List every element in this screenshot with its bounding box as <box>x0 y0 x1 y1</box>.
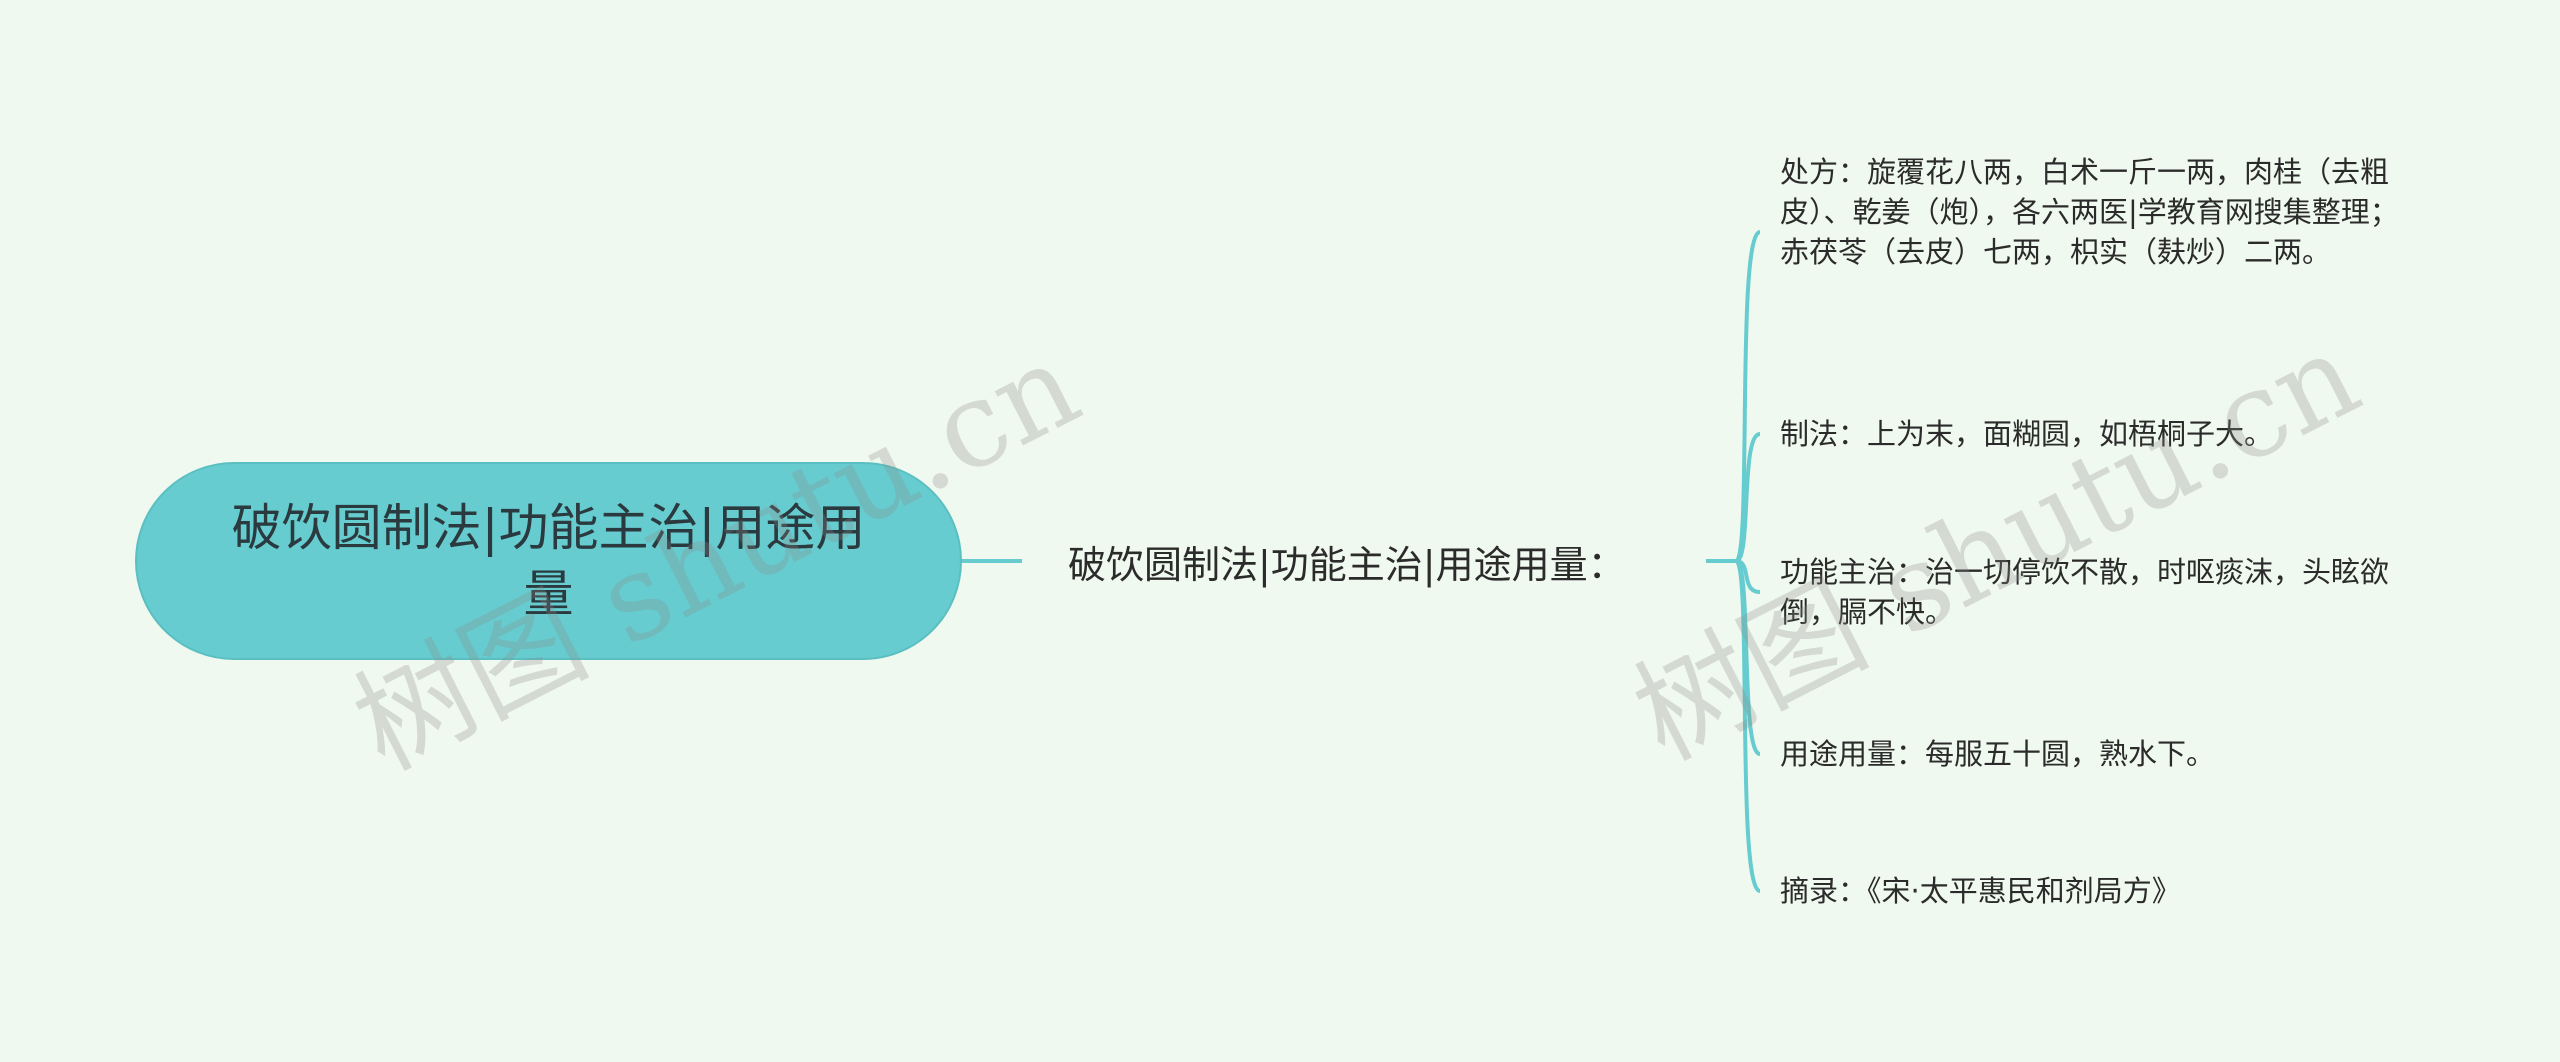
root-topic-label: 破饮圆制法|功能主治|用途用量 <box>231 499 866 623</box>
root-topic-node[interactable]: 破饮圆制法|功能主治|用途用量 <box>135 462 962 660</box>
leaf-node-source[interactable]: 摘录：《宋·太平惠民和剂局方》 <box>1780 874 2181 908</box>
leaf-node-dosage[interactable]: 用途用量：每服五十圆，熟水下。 <box>1780 737 2216 771</box>
middle-topic-node[interactable]: 破饮圆制法|功能主治|用途用量： <box>1068 530 1626 592</box>
branch-connector-1 <box>1734 230 1762 563</box>
leaf-node-prescription[interactable]: 处方：旋覆花八两，白术一斤一两，肉桂（去粗皮）、乾姜（炮），各六两医|学教育网搜… <box>1780 155 2399 269</box>
branch-connector-2 <box>1734 432 1761 563</box>
middle-topic-label: 破饮圆制法|功能主治|用途用量： <box>1068 542 1626 587</box>
leaf-node-preparation[interactable]: 制法：上为末，面糊圆，如梧桐子大。 <box>1780 417 2274 451</box>
branch-connector-5 <box>1734 559 1762 893</box>
leaf-node-indications[interactable]: 功能主治：治一切停饮不散，时呕痰沫，头眩欲倒，膈不快。 <box>1780 555 2390 629</box>
